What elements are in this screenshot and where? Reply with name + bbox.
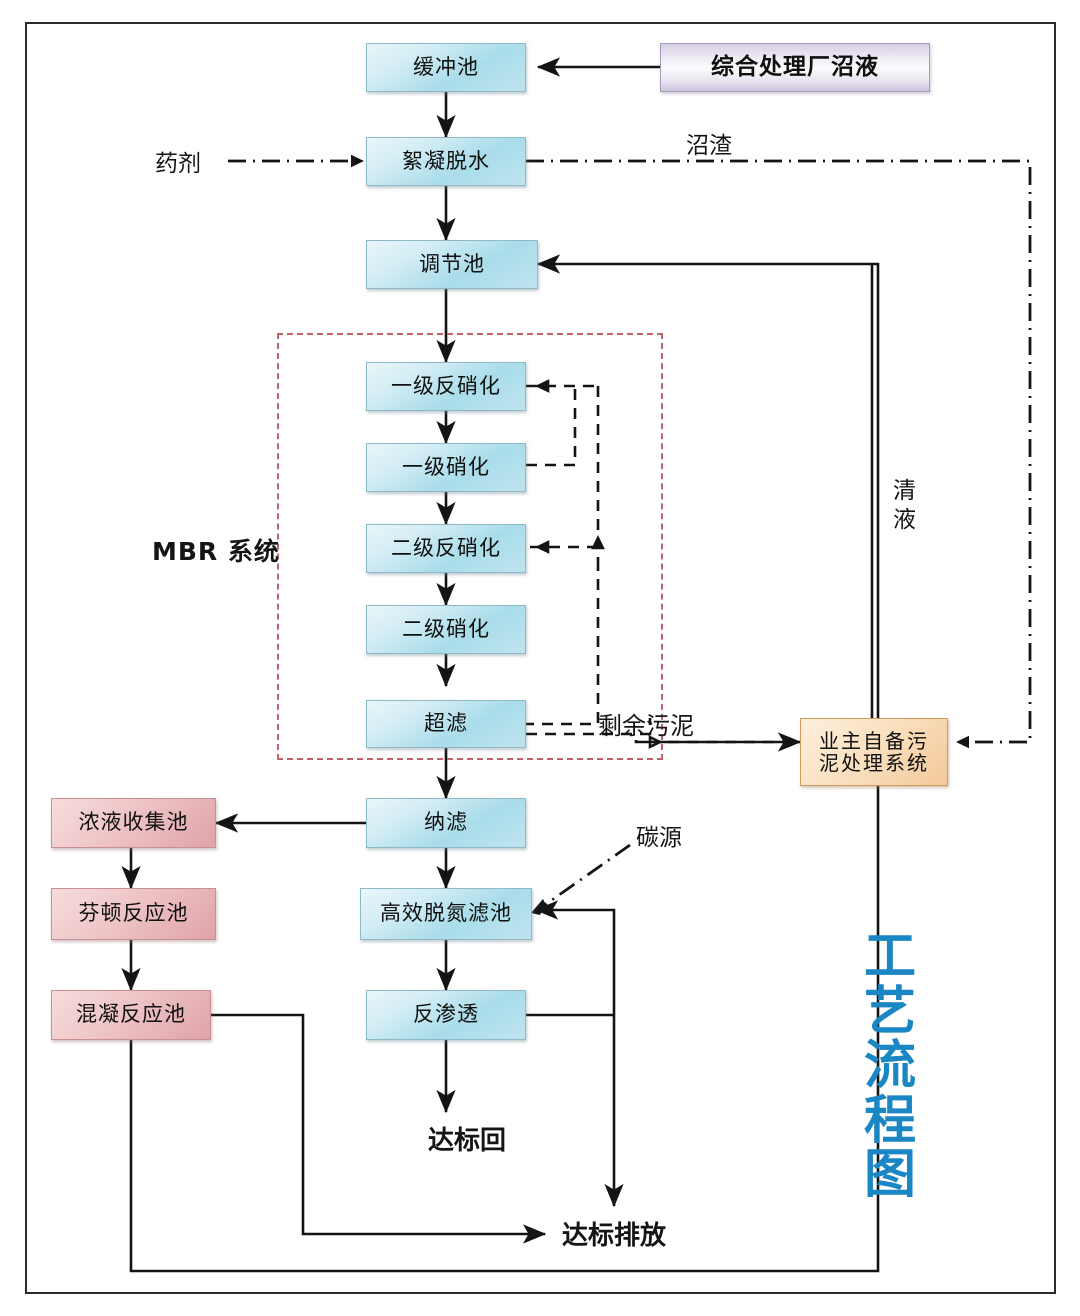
node-denitrification-stage-1[interactable]: 一级反硝化: [366, 362, 526, 411]
node-concentrate-collection-pool[interactable]: 浓液收集池: [51, 798, 216, 848]
node-high-efficiency-denitrogen-filter[interactable]: 高效脱氮滤池: [360, 888, 532, 940]
node-coagulation-reaction-pool[interactable]: 混凝反应池: [51, 990, 211, 1040]
label-mbr-system: MBR 系统: [152, 537, 280, 566]
mbr-system-region: [277, 333, 663, 760]
label-carbon-source: 碳源: [636, 825, 682, 851]
node-floc-dewater[interactable]: 絮凝脱水: [366, 137, 526, 186]
node-owner-sludge-treatment-system[interactable]: 业主自备污 泥处理系统: [800, 718, 948, 786]
label-compliant-return: 达标回: [428, 1126, 507, 1156]
diagram-title-vertical: 工 艺 流 程 图: [842, 926, 938, 1206]
node-denitrification-stage-2[interactable]: 二级反硝化: [366, 524, 526, 573]
node-nitrification-stage-1[interactable]: 一级硝化: [366, 443, 526, 492]
title-char-1: 艺: [863, 980, 916, 1042]
node-nitrification-stage-2[interactable]: 二级硝化: [366, 605, 526, 654]
label-excess-sludge: 剩余污泥: [598, 712, 694, 740]
node-ultrafiltration[interactable]: 超滤: [366, 700, 526, 748]
title-char-3: 程: [863, 1089, 916, 1151]
node-source-biogas-slurry[interactable]: 综合处理厂沼液: [660, 43, 930, 92]
node-buffer-pool[interactable]: 缓冲池: [366, 43, 526, 92]
diagram-frame: [25, 22, 1056, 1294]
label-clear-liquid: 清 液: [893, 478, 916, 533]
node-fenton-reaction-pool[interactable]: 芬顿反应池: [51, 888, 216, 940]
label-biogas-residue: 沼渣: [686, 133, 732, 159]
node-regulating-pool[interactable]: 调节池: [366, 240, 538, 289]
label-compliant-discharge: 达标排放: [562, 1221, 667, 1251]
title-char-4: 图: [863, 1144, 916, 1206]
label-reagent: 药剂: [155, 151, 201, 177]
node-reverse-osmosis[interactable]: 反渗透: [366, 990, 526, 1040]
title-char-0: 工: [863, 926, 916, 987]
title-char-2: 流: [863, 1035, 916, 1097]
node-nanofiltration[interactable]: 纳滤: [366, 798, 526, 848]
